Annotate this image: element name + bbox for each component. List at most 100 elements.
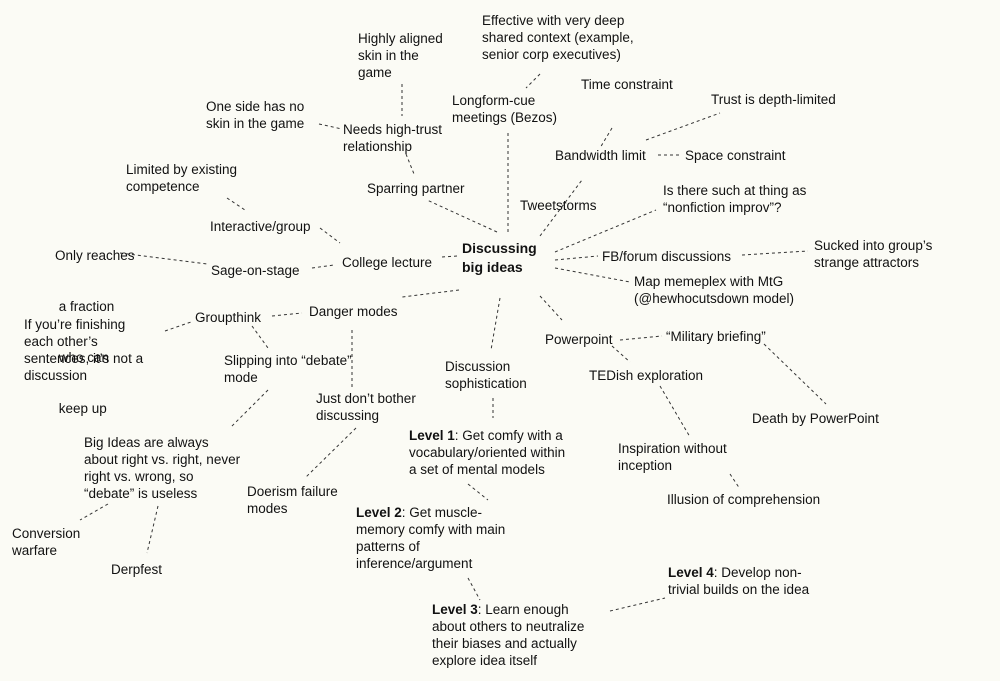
connector bbox=[426, 199, 498, 233]
node-line: explore idea itself bbox=[432, 653, 538, 668]
node-line: big ideas bbox=[462, 259, 523, 275]
node-line: Level 1: Get comfy with a bbox=[409, 427, 565, 444]
node-text: : Get muscle- bbox=[401, 505, 483, 520]
node-line: sophistication bbox=[445, 376, 527, 391]
connector bbox=[441, 255, 458, 258]
node-line: a set of mental models bbox=[409, 462, 545, 477]
node-line: each other’s bbox=[24, 334, 98, 349]
node-line: Highly aligned bbox=[358, 31, 443, 46]
node-fb-forum-discussions: FB/forum discussions bbox=[602, 248, 731, 265]
node-death-by-powerpoint: Death by PowerPoint bbox=[752, 410, 879, 427]
node-line: One side has no bbox=[206, 99, 305, 114]
node-tweetstorms: Tweetstorms bbox=[520, 197, 597, 214]
connector bbox=[554, 209, 657, 253]
node-line: shared context (example, bbox=[482, 30, 634, 45]
node-line: Conversion bbox=[12, 526, 81, 541]
connector bbox=[319, 227, 341, 244]
node-line: Level 4: Develop non- bbox=[668, 564, 809, 581]
node-derpfest: Derpfest bbox=[111, 561, 162, 578]
connector bbox=[467, 577, 481, 601]
node-line: Derpfest bbox=[111, 562, 163, 577]
level-label: Level 1 bbox=[409, 428, 455, 443]
node-line: Interactive/group bbox=[210, 219, 311, 234]
connector bbox=[229, 389, 269, 429]
node-powerpoint: Powerpoint bbox=[545, 331, 613, 348]
node-military-briefing: “Military briefing” bbox=[666, 328, 766, 345]
node-sucked-into-attractors: Sucked into group’s strange attractors bbox=[814, 237, 932, 271]
node-line: Big Ideas are always bbox=[84, 435, 209, 450]
node-line: game bbox=[358, 65, 392, 80]
node-inspiration-without-inception: Inspiration without inception bbox=[618, 440, 727, 474]
node-bandwidth-limit: Bandwidth limit bbox=[555, 147, 646, 164]
node-line: meetings (Bezos) bbox=[452, 110, 558, 125]
node-doerism-failure-modes: Doerism failure modes bbox=[247, 483, 338, 517]
node-line: vocabulary/oriented within bbox=[409, 445, 566, 460]
node-sparring-partner: Sparring partner bbox=[367, 180, 465, 197]
node-line: senior corp executives) bbox=[482, 47, 621, 62]
connector bbox=[619, 335, 663, 341]
node-line: Longform-cue bbox=[452, 93, 536, 108]
node-level-3: Level 3: Learn enough about others to ne… bbox=[432, 601, 584, 669]
connector bbox=[645, 112, 721, 141]
connector bbox=[763, 343, 827, 405]
node-space-constraint: Space constraint bbox=[685, 147, 786, 164]
node-line: trivial builds on the idea bbox=[668, 582, 810, 597]
node-longform-cue-meetings: Longform-cue meetings (Bezos) bbox=[452, 92, 557, 126]
node-line: TEDish exploration bbox=[589, 368, 704, 383]
node-interactive-group: Interactive/group bbox=[210, 218, 311, 235]
connector bbox=[271, 312, 303, 317]
node-illusion-of-comprehension: Illusion of comprehension bbox=[667, 491, 820, 508]
node-groupthink: Groupthink bbox=[195, 309, 261, 326]
connector bbox=[609, 597, 666, 612]
node-line: Groupthink bbox=[195, 310, 262, 325]
connector bbox=[525, 73, 541, 89]
node-line: a fraction bbox=[55, 299, 115, 314]
node-effective-with-deep-context: Effective with very deep shared context … bbox=[482, 12, 634, 63]
node-sage-on-stage: Sage-on-stage bbox=[211, 262, 300, 279]
node-level-1: Level 1: Get comfy with a vocabulary/ori… bbox=[409, 427, 565, 478]
node-line: warfare bbox=[12, 543, 58, 558]
connector bbox=[164, 321, 192, 332]
node-line: relationship bbox=[343, 139, 413, 154]
connector bbox=[251, 325, 269, 349]
node-trust-depth-limited: Trust is depth-limited bbox=[711, 91, 836, 108]
connector bbox=[554, 255, 599, 261]
node-danger-modes: Danger modes bbox=[309, 303, 398, 320]
node-line: Map memeplex with MtG bbox=[634, 274, 784, 289]
node-level-4: Level 4: Develop non- trivial builds on … bbox=[668, 564, 809, 598]
node-line: skin in the bbox=[358, 48, 419, 63]
node-line: Death by PowerPoint bbox=[752, 411, 879, 426]
node-line: memory comfy with main bbox=[356, 522, 506, 537]
node-line: Inspiration without bbox=[618, 441, 727, 456]
connector bbox=[659, 385, 691, 438]
node-line: sentences, it’s not a bbox=[24, 351, 144, 366]
connector bbox=[79, 503, 109, 521]
level-label: Level 4 bbox=[668, 565, 714, 580]
node-limited-by-competence: Limited by existing competence bbox=[126, 161, 237, 195]
node-slipping-into-debate: Slipping into “debate” mode bbox=[224, 352, 352, 386]
node-line: College lecture bbox=[342, 255, 433, 270]
node-line: Trust is depth-limited bbox=[711, 92, 836, 107]
node-conversion-warfare: Conversion warfare bbox=[12, 525, 80, 559]
node-line: Slipping into “debate” bbox=[224, 353, 352, 368]
node-line: keep up bbox=[55, 401, 107, 416]
node-line: Powerpoint bbox=[545, 332, 613, 347]
connector bbox=[539, 295, 563, 321]
node-line: Sparring partner bbox=[367, 181, 465, 196]
node-big-ideas-always: Big Ideas are always about right vs. rig… bbox=[84, 434, 240, 502]
node-line: “debate” is useless bbox=[84, 486, 198, 501]
node-line: inception bbox=[618, 458, 673, 473]
node-line: who can bbox=[55, 350, 110, 365]
connector bbox=[401, 289, 460, 298]
node-line: If you’re finishing bbox=[24, 317, 126, 332]
node-line: Bandwidth limit bbox=[555, 148, 646, 163]
node-line: Just don’t bother bbox=[316, 391, 416, 406]
node-line: Level 2: Get muscle- bbox=[356, 504, 505, 521]
node-line: discussing bbox=[316, 408, 380, 423]
node-line: skin in the game bbox=[206, 116, 305, 131]
node-line: Discussion bbox=[445, 359, 511, 374]
connector bbox=[226, 197, 246, 211]
node-nonfiction-improv: Is there such at thing as “nonfiction im… bbox=[663, 182, 806, 216]
node-line: strange attractors bbox=[814, 255, 920, 270]
